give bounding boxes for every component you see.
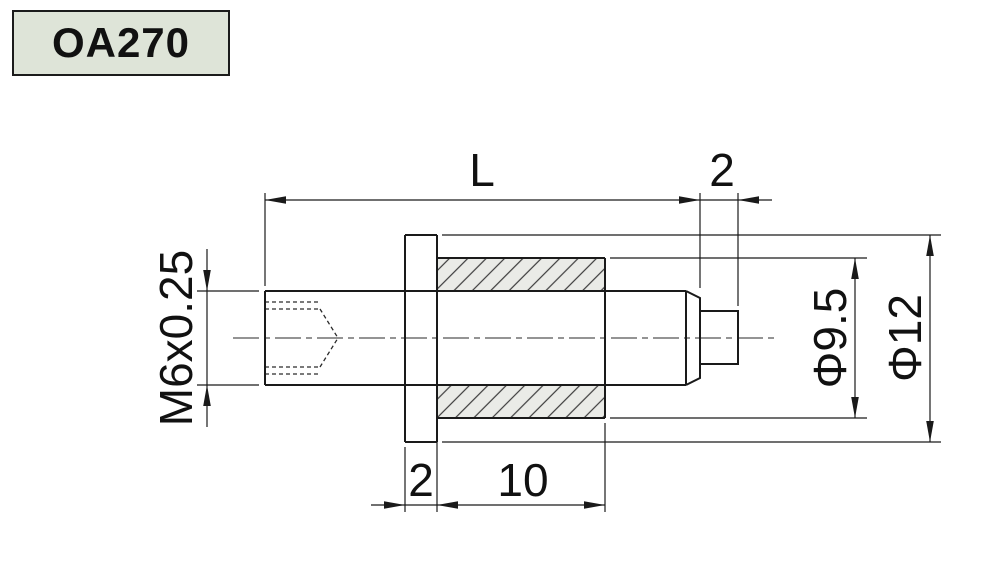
dim-flange-width: 10 (437, 423, 606, 512)
part-outline (264, 234, 739, 443)
part-number-box: OA270 (12, 10, 230, 76)
dim-collar-width: 2 (371, 423, 438, 512)
dim-label-collar-2: 2 (408, 454, 434, 506)
dim-label-dia-9-5: Φ9.5 (804, 288, 856, 389)
flange-section-hatching (437, 258, 605, 418)
internal-thread-hidden-lines (265, 301, 339, 375)
dim-label-L: L (469, 144, 495, 196)
dim-large-diameter: Φ12 (442, 234, 941, 443)
dim-tip-length: 2 (700, 144, 772, 306)
dim-label-width-10: 10 (497, 454, 548, 506)
part-number-label: OA270 (51, 19, 191, 66)
dim-overall-length: L (264, 144, 701, 288)
dim-label-tip-2: 2 (709, 144, 735, 196)
dim-small-diameter: Φ9.5 (610, 257, 867, 419)
dim-label-thread: M6x0.25 (150, 250, 202, 426)
dim-thread-spec: M6x0.25 (150, 249, 259, 427)
dim-label-dia-12: Φ12 (879, 294, 931, 382)
